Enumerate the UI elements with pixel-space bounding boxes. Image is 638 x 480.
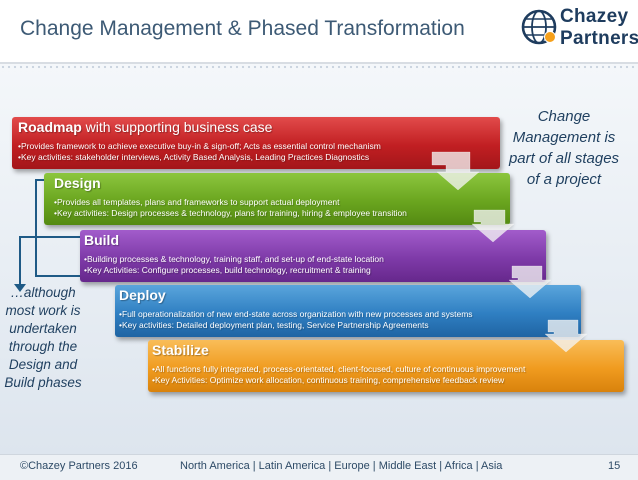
stage-roadmap-bullet-2: •Key activities: stakeholder interviews,… bbox=[18, 151, 370, 162]
stage-deploy-bullet-1: •Full operationalization of new end-stat… bbox=[119, 309, 473, 319]
callout-change-management: Change Management is part of all stages … bbox=[500, 106, 628, 190]
stage-deploy-title: Deploy bbox=[119, 287, 166, 303]
chazey-partners-logo: Chazey Partners bbox=[520, 4, 638, 56]
callout-left-line-3: undertaken bbox=[9, 321, 77, 336]
stage-roadmap-title: Roadmap with supporting business case bbox=[18, 119, 272, 135]
callout-left-line-6: Build phases bbox=[4, 375, 82, 390]
stage-build-bullet-1: •Building processes & technology, traini… bbox=[84, 254, 384, 264]
callout-right-line-3: part of all stages bbox=[508, 150, 620, 167]
stage-roadmap-title-rest: with supporting business case bbox=[81, 119, 273, 135]
slide-header: Change Management & Phased Transformatio… bbox=[0, 0, 638, 64]
slide-footer: ©Chazey Partners 2016 North America | La… bbox=[0, 454, 638, 480]
slide-title: Change Management & Phased Transformatio… bbox=[20, 17, 465, 40]
stage-stabilize: Stabilize •All functions fully integrate… bbox=[148, 340, 624, 392]
callout-right-line-2: Management is bbox=[512, 129, 616, 146]
callout-design-build: …although most work is undertaken throug… bbox=[0, 284, 86, 392]
globe-icon bbox=[521, 9, 557, 45]
callout-right-line-4: of a project bbox=[526, 171, 602, 188]
stage-roadmap-bullets: •Provides framework to achieve executive… bbox=[18, 141, 381, 162]
stage-build: Build •Building processes & technology, … bbox=[80, 230, 546, 282]
stage-design-bullet-2: •Key activities: Design processes & tech… bbox=[54, 207, 407, 218]
stage-roadmap-title-main: Roadmap bbox=[18, 119, 82, 135]
stage-build-bullets: •Building processes & technology, traini… bbox=[84, 254, 384, 275]
footer-copyright: ©Chazey Partners 2016 bbox=[20, 460, 138, 472]
callout-right-line-1: Change bbox=[537, 108, 591, 125]
page-number: 15 bbox=[608, 460, 621, 472]
stage-stabilize-bullets: •All functions fully integrated, process… bbox=[152, 364, 525, 385]
stage-build-bullet-2: •Key Activities: Configure processes, bu… bbox=[84, 264, 371, 275]
callout-left-line-2: most work is bbox=[5, 303, 81, 318]
stage-roadmap-bullet-1: •Provides framework to achieve executive… bbox=[18, 141, 381, 151]
logo-line-1: Chazey bbox=[560, 6, 629, 27]
dotted-divider bbox=[0, 64, 638, 72]
stage-design-bullets: •Provides all templates, plans and frame… bbox=[54, 197, 407, 218]
stage-deploy: Deploy •Full operationalization of new e… bbox=[115, 285, 581, 337]
callout-left-line-1: …although bbox=[10, 285, 76, 300]
stage-design: Design •Provides all templates, plans an… bbox=[44, 173, 510, 225]
callout-left-line-4: through the bbox=[8, 339, 78, 354]
stage-deploy-bullets: •Full operationalization of new end-stat… bbox=[119, 309, 473, 330]
logo-wordmark: Chazey Partners bbox=[560, 6, 638, 50]
footer-regions: North America | Latin America | Europe |… bbox=[180, 460, 503, 472]
stage-stabilize-title: Stabilize bbox=[152, 342, 209, 358]
stage-design-bullet-1: •Provides all templates, plans and frame… bbox=[54, 197, 340, 207]
stage-stabilize-bullet-1: •All functions fully integrated, process… bbox=[152, 364, 526, 374]
callout-left-line-5: Design and bbox=[8, 357, 78, 372]
stage-build-title: Build bbox=[84, 232, 119, 248]
stage-design-title: Design bbox=[54, 175, 101, 191]
stage-deploy-bullet-2: •Key activities: Detailed deployment pla… bbox=[119, 319, 429, 330]
logo-line-2: Partners bbox=[560, 28, 638, 49]
stage-roadmap: Roadmap with supporting business case •P… bbox=[12, 117, 500, 169]
stage-stabilize-bullet-2: •Key Activities: Optimize work allocatio… bbox=[152, 374, 505, 385]
